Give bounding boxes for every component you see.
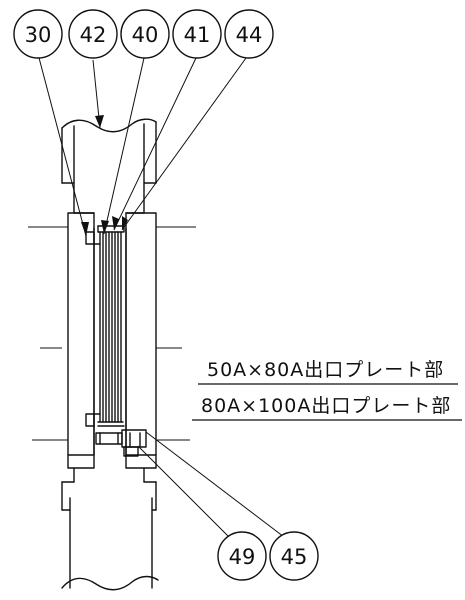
svg-text:45: 45 bbox=[281, 545, 308, 569]
notes: 50A×80A出口プレート部 80A×100A出口プレート部 bbox=[192, 359, 462, 421]
leader-arrowheads bbox=[81, 115, 128, 236]
upper-pipe bbox=[61, 118, 157, 197]
note-50a-80a: 50A×80A出口プレート部 bbox=[207, 359, 444, 381]
flange-assembly bbox=[67, 195, 157, 483]
balloon-40: 40 bbox=[120, 9, 170, 59]
balloon-30: 30 bbox=[13, 9, 63, 59]
balloon-44: 44 bbox=[224, 9, 274, 59]
bolt-assembly bbox=[95, 429, 147, 457]
balloons-top: 30 42 40 41 44 bbox=[13, 9, 274, 59]
balloon-42: 42 bbox=[68, 9, 118, 59]
balloon-45: 45 bbox=[269, 531, 319, 581]
balloon-49: 49 bbox=[217, 531, 267, 581]
svg-text:49: 49 bbox=[229, 545, 256, 569]
balloon-41: 41 bbox=[172, 9, 222, 59]
svg-text:42: 42 bbox=[80, 23, 107, 47]
svg-text:44: 44 bbox=[236, 23, 263, 47]
svg-text:41: 41 bbox=[184, 23, 211, 47]
svg-text:30: 30 bbox=[25, 23, 52, 47]
note-80a-100a: 80A×100A出口プレート部 bbox=[201, 395, 451, 417]
svg-text:40: 40 bbox=[132, 23, 159, 47]
balloons-bottom: 49 45 bbox=[217, 531, 319, 581]
reference-lines bbox=[28, 226, 196, 441]
lower-pipe bbox=[61, 481, 159, 591]
leader-lines bbox=[37, 53, 289, 545]
